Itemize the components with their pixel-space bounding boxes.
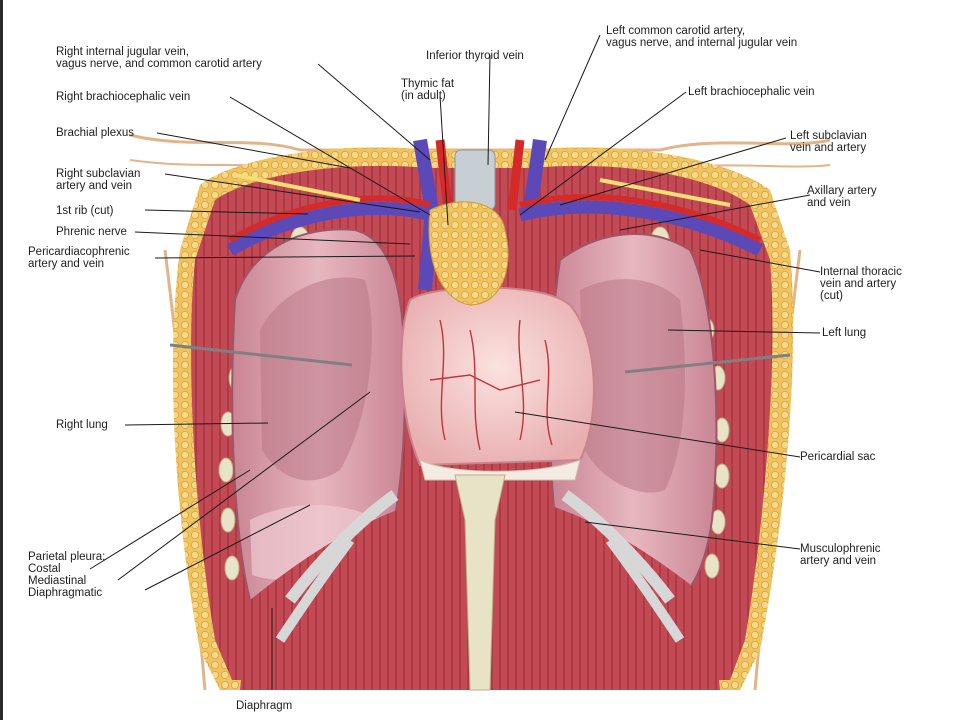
diaphragm-region <box>240 474 720 691</box>
label-diaphragm: Diaphragm <box>236 700 293 712</box>
label-left-common-carotid: Left common carotid artery, vagus nerve,… <box>606 25 798 49</box>
label-musculophrenic: Musculophrenic artery and vein <box>800 543 881 567</box>
label-pericardiacophrenic: Pericardiacophrenic artery and vein <box>28 246 130 270</box>
label-first-rib: 1st rib (cut) <box>56 205 114 217</box>
leader-lines <box>89 34 821 690</box>
label-phrenic-nerve: Phrenic nerve <box>56 226 127 238</box>
label-thymic-fat: Thymic fat (in adult) <box>401 78 455 102</box>
label-left-subclavian: Left subclavian vein and artery <box>790 130 867 154</box>
label-left-brachiocephalic: Left brachiocephalic vein <box>688 86 815 98</box>
pericardium <box>400 286 595 481</box>
lungs <box>231 228 718 612</box>
label-left-lung: Left lung <box>822 327 867 339</box>
label-right-subclavian: Right subclavian artery and vein <box>56 168 141 192</box>
label-right-brachiocephalic: Right brachiocephalic vein <box>56 91 191 103</box>
label-inferior-thyroid: Inferior thyroid vein <box>426 50 524 62</box>
left-frame-edge <box>0 0 3 720</box>
retractor-hooks <box>169 343 791 374</box>
label-internal-thoracic: Internal thoracic vein and artery (cut) <box>820 266 902 302</box>
label-pericardial-sac: Pericardial sac <box>800 451 876 463</box>
label-parietal-pleura: Parietal pleura: Costal Mediastinal Diap… <box>28 551 106 599</box>
label-axillary: Axillary artery and vein <box>807 185 877 209</box>
label-brachial-plexus: Brachial plexus <box>56 127 134 139</box>
label-right-ijv: Right internal jugular vein, vagus nerve… <box>56 46 262 70</box>
label-right-lung: Right lung <box>56 419 108 431</box>
